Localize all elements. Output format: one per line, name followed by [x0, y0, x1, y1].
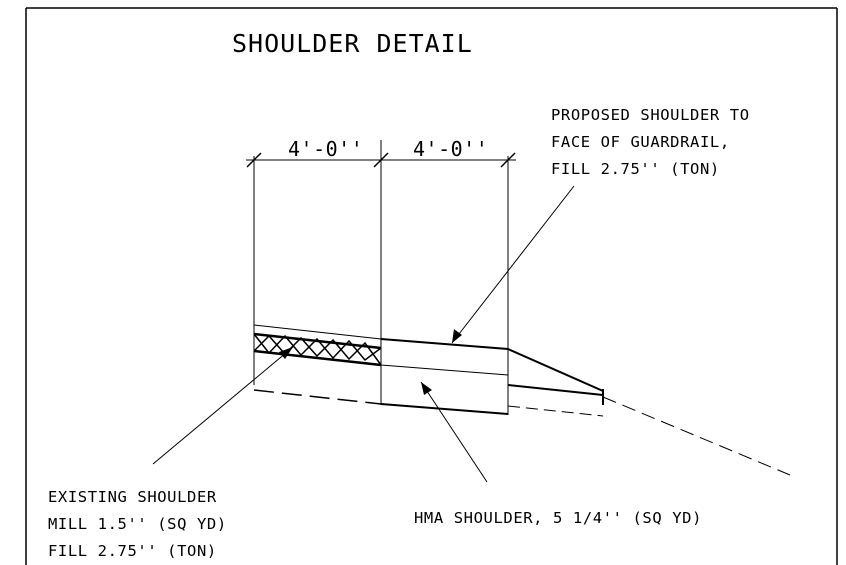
leader-hma-shoulder [420, 381, 488, 483]
note-proposed-shoulder-line3: FILL 2.75'' (TON) [551, 160, 720, 178]
dimension-lines [246, 140, 516, 415]
dim-tick-left [246, 152, 262, 168]
dim-tick-middle [373, 152, 389, 168]
note-existing-shoulder-line2: MILL 1.5'' (SQ YD) [48, 515, 227, 533]
note-hma-shoulder: HMA SHOULDER, 5 1/4'' (SQ YD) [414, 509, 702, 527]
note-proposed-shoulder-line2: FACE OF GUARDRAIL, [551, 133, 730, 151]
guardrail-wedge [507, 348, 604, 405]
dim-tick-right [500, 152, 516, 168]
existing-shoulder [253, 324, 382, 367]
leader-proposed-shoulder [451, 185, 575, 344]
dimension-left-label: 4'-0'' [288, 137, 363, 161]
drawing-border [25, 7, 838, 565]
note-proposed-shoulder-line1: PROPOSED SHOULDER TO [551, 106, 750, 124]
hma-shoulder [380, 338, 509, 415]
leader-existing-shoulder [152, 346, 294, 465]
existing-grade-dashed [253, 389, 791, 476]
note-existing-shoulder-line1: EXISTING SHOULDER [48, 488, 217, 506]
drawing-title: SHOULDER DETAIL [232, 29, 473, 58]
note-existing-shoulder-line3: FILL 2.75'' (TON) [48, 542, 217, 560]
dimension-right-label: 4'-0'' [413, 137, 488, 161]
